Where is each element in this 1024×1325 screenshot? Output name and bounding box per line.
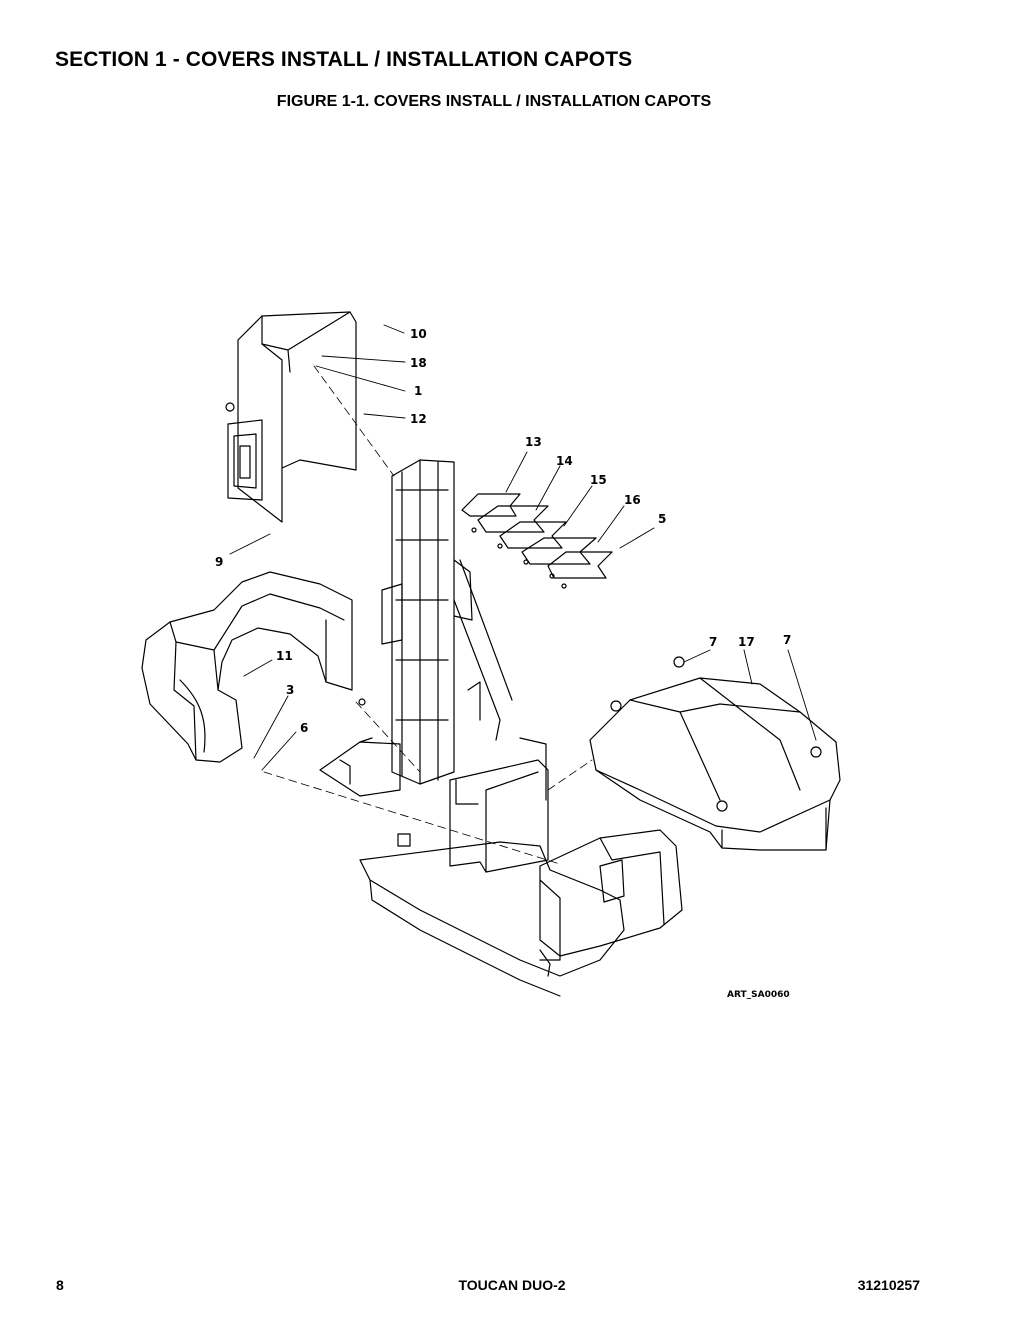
callout-11: 11	[276, 649, 293, 663]
hidden-lines	[263, 365, 593, 865]
callout-7-right: 7	[783, 633, 791, 647]
callout-5: 5	[658, 512, 666, 526]
callout-10: 10	[410, 327, 427, 341]
art-id-label: ART_SA0060	[727, 990, 790, 1000]
callout-labels: 10 18 1 12 13 14 15 16 5 9 11 3 6 7 17 7…	[215, 327, 791, 1000]
callout-7-left: 7	[709, 635, 717, 649]
callout-12: 12	[410, 412, 427, 426]
callout-1: 1	[414, 384, 422, 398]
footer-model: TOUCAN DUO-2	[458, 1277, 566, 1293]
chassis-frame	[319, 681, 683, 997]
callout-14: 14	[556, 454, 573, 468]
front-cover-part	[141, 571, 353, 763]
footer-doc-number: 31210257	[857, 1277, 920, 1293]
callout-18: 18	[410, 356, 427, 370]
callout-6: 6	[300, 721, 308, 735]
callout-leaders	[229, 324, 817, 771]
callout-15: 15	[590, 473, 607, 487]
figure-title: FIGURE 1-1. COVERS INSTALL / INSTALLATIO…	[276, 93, 712, 110]
callout-9: 9	[215, 555, 223, 569]
callout-13: 13	[525, 435, 542, 449]
cover-bracket-plates	[461, 493, 613, 589]
callout-3: 3	[286, 683, 294, 697]
section-title: SECTION 1 - COVERS INSTALL / INSTALLATIO…	[55, 48, 633, 71]
page-number: 8	[56, 1277, 64, 1293]
rear-cover-part	[589, 656, 841, 851]
mast-assembly	[358, 459, 513, 785]
mast-cover-part	[225, 311, 357, 523]
callout-17: 17	[738, 635, 755, 649]
callout-16: 16	[624, 493, 641, 507]
